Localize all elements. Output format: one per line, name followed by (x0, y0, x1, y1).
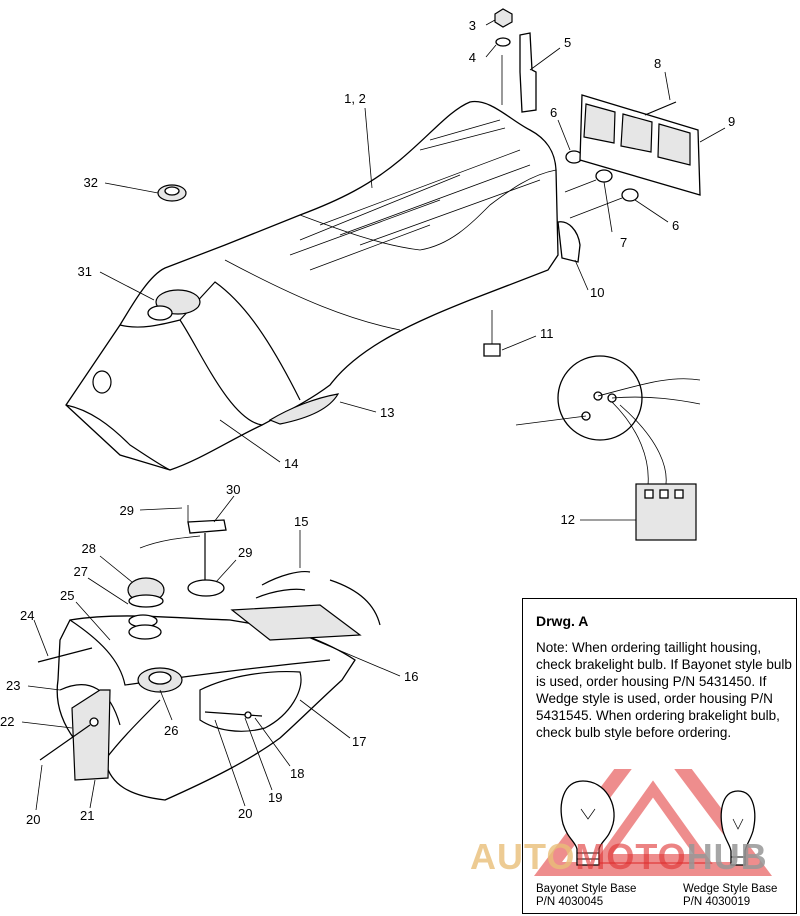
callout-17: 17 (352, 734, 366, 749)
callout-22: 22 (0, 714, 14, 729)
bayonet-caption: Bayonet Style Base P/N 4030045 (536, 883, 636, 909)
callout-27: 27 (74, 564, 88, 579)
callout-6-right: 6 (672, 218, 679, 233)
wedge-caption: Wedge Style Base P/N 4030019 (683, 883, 777, 909)
callout-29-top: 29 (120, 503, 134, 518)
drawing-a-panel: Drwg. A Note: When ordering taillight ho… (522, 598, 797, 914)
callout-8: 8 (654, 56, 661, 71)
callout-3: 3 (469, 18, 476, 33)
seat-assembly (65, 8, 701, 471)
callout-labels: 3 4 5 8 1, 2 6 9 32 7 6 31 10 11 13 14 1… (0, 18, 735, 827)
callout-20-left: 20 (26, 812, 40, 827)
callout-13: 13 (380, 405, 394, 420)
drawing-a-title: Drwg. A (536, 613, 589, 629)
callout-31: 31 (78, 264, 92, 279)
bayonet-bulb-icon (560, 780, 615, 866)
watermark-auto: AUTO (470, 836, 576, 877)
callout-30: 30 (226, 482, 240, 497)
callout-5: 5 (564, 35, 571, 50)
callout-16: 16 (404, 669, 418, 684)
leader-lines (21, 19, 726, 811)
callout-9: 9 (728, 114, 735, 129)
callout-28: 28 (82, 541, 96, 556)
callout-23: 23 (6, 678, 20, 693)
callout-1-2: 1, 2 (344, 91, 366, 106)
callout-32: 32 (84, 175, 98, 190)
callout-29-mid: 29 (238, 545, 252, 560)
callout-24: 24 (20, 608, 34, 623)
callout-25: 25 (60, 588, 74, 603)
callout-12: 12 (561, 512, 575, 527)
callout-11: 11 (540, 326, 554, 341)
bayonet-part-number: P/N 4030045 (536, 896, 604, 908)
callout-26: 26 (164, 723, 178, 738)
wiring-harness (515, 355, 701, 541)
bulb-illustrations (534, 769, 772, 876)
watermark-moto: MOTO (575, 836, 687, 877)
callout-20-center: 20 (238, 806, 252, 821)
callout-15: 15 (294, 514, 308, 529)
bayonet-caption-text: Bayonet Style Base (536, 883, 637, 895)
callout-18: 18 (290, 766, 304, 781)
watermark-hub: HUB (686, 836, 768, 877)
watermark-logo: AUTOMOTOHUB (470, 836, 768, 878)
callout-19: 19 (268, 790, 282, 805)
wedge-part-number: P/N 4030019 (683, 896, 751, 908)
callout-7: 7 (620, 235, 627, 250)
callout-6-top: 6 (550, 105, 557, 120)
callout-14: 14 (284, 456, 298, 471)
wedge-bulb-icon (720, 790, 756, 866)
fuel-tank-assembly (37, 505, 381, 801)
callout-10: 10 (590, 285, 604, 300)
wedge-caption-text: Wedge Style Base (683, 883, 778, 895)
callout-4: 4 (469, 50, 476, 65)
drawing-a-note: Note: When ordering taillight housing, c… (536, 640, 792, 740)
callout-21: 21 (80, 808, 94, 823)
